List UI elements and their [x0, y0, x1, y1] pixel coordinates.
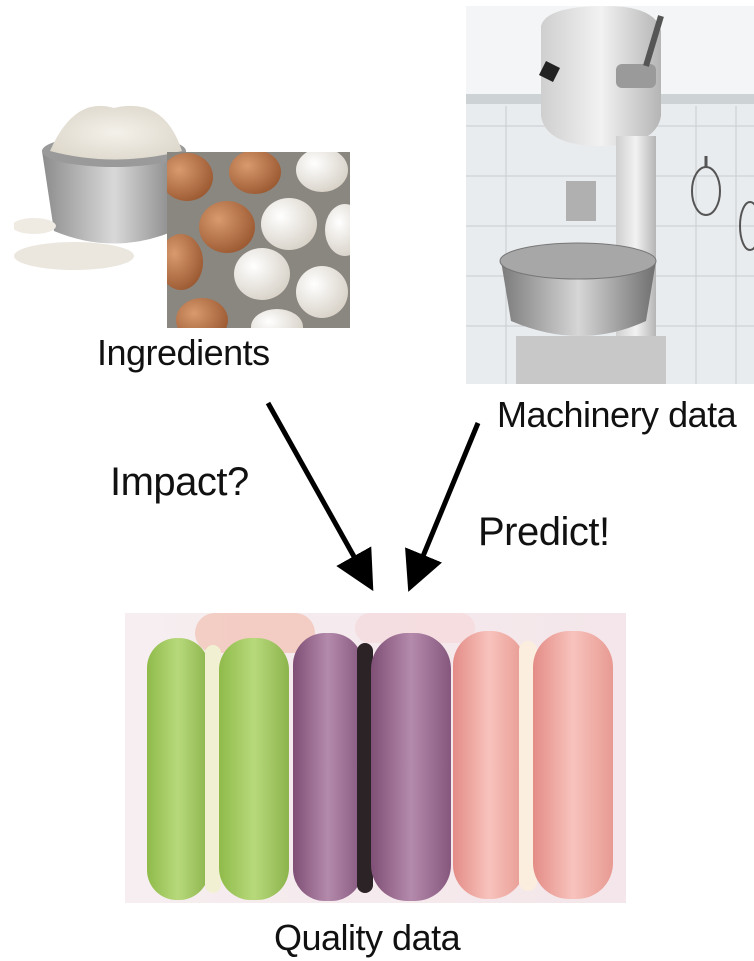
quality-data-label: Quality data	[274, 917, 461, 958]
industrial-mixer-photo	[466, 6, 754, 384]
machinery-data-label: Machinery data	[497, 394, 737, 435]
predict-arrow	[405, 422, 481, 592]
macarons-photo	[125, 613, 626, 903]
egg-carton-photo	[167, 152, 350, 328]
impact-label: Impact?	[110, 460, 249, 504]
ingredients-label: Ingredients	[97, 332, 270, 373]
predict-label: Predict!	[478, 510, 610, 554]
impact-arrow	[265, 401, 374, 592]
